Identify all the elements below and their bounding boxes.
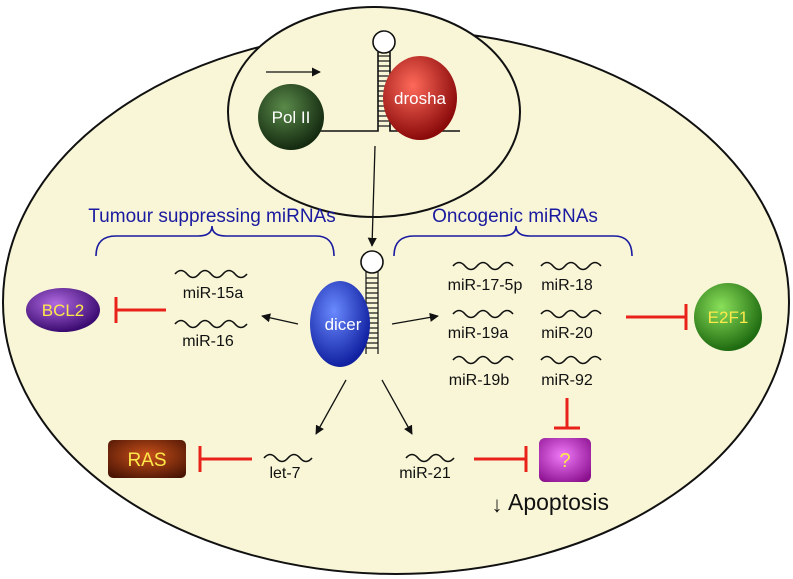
export-arrow [367,145,377,247]
pol2-node [258,84,324,150]
mir20-squiggle [540,309,602,319]
arrow-to-oncogenic [391,312,439,325]
mir21-squiggle [405,453,455,463]
unknown-label: ? [559,450,570,472]
ras-node [108,440,186,478]
arrow-to-let7 [315,379,347,435]
mir92-label: miR-92 [541,372,593,389]
dicer-label: dicer [325,315,362,334]
mir21-label: miR-21 [399,465,451,482]
mir92-squiggle [540,355,602,365]
drosha-node [383,56,457,140]
apoptosis-label: Apoptosis [508,489,609,515]
bcl2-node [26,288,100,332]
mir19a-squiggle [452,309,514,319]
mir19b-squiggle [452,355,514,365]
drosha-label: drosha [394,89,447,108]
nucleus-ellipse [227,6,521,218]
unknown-node [539,438,591,482]
mir15a-label: miR-15a [183,285,244,302]
let7-label: let-7 [269,465,300,482]
dicer-node [310,281,370,367]
mir16-squiggle [174,319,248,329]
e2f1-label: E2F1 [708,308,749,327]
mir18-squiggle [540,261,602,271]
tumour-suppressing-bracket [95,225,335,257]
pri-mirna-loop [372,30,396,54]
mir19b-label: miR-19b [449,372,510,389]
arrow-to-suppressors [261,313,299,325]
let7-squiggle [263,453,313,463]
mir20-label: miR-20 [541,325,593,342]
tumour-suppressing-label: Tumour suppressing miRNAs [88,206,335,227]
oncogenic-label: Oncogenic miRNAs [432,206,598,227]
pre-mirna-loop [360,250,384,274]
mir15a-squiggle [174,269,248,279]
mir18-label: miR-18 [541,277,593,294]
apoptosis-down-arrow: ↓ [492,492,503,517]
mir16-label: miR-16 [182,333,234,350]
pol2-label: Pol II [272,108,311,127]
ras-label: RAS [127,450,166,471]
oncogenic-bracket [393,225,633,257]
mir17-label: miR-17-5p [448,277,523,294]
bcl2-label: BCL2 [42,301,85,320]
e2f1-node [694,283,762,351]
mir19a-label: miR-19a [448,325,509,342]
mir17-squiggle [452,261,514,271]
arrow-to-mir21 [381,379,413,435]
